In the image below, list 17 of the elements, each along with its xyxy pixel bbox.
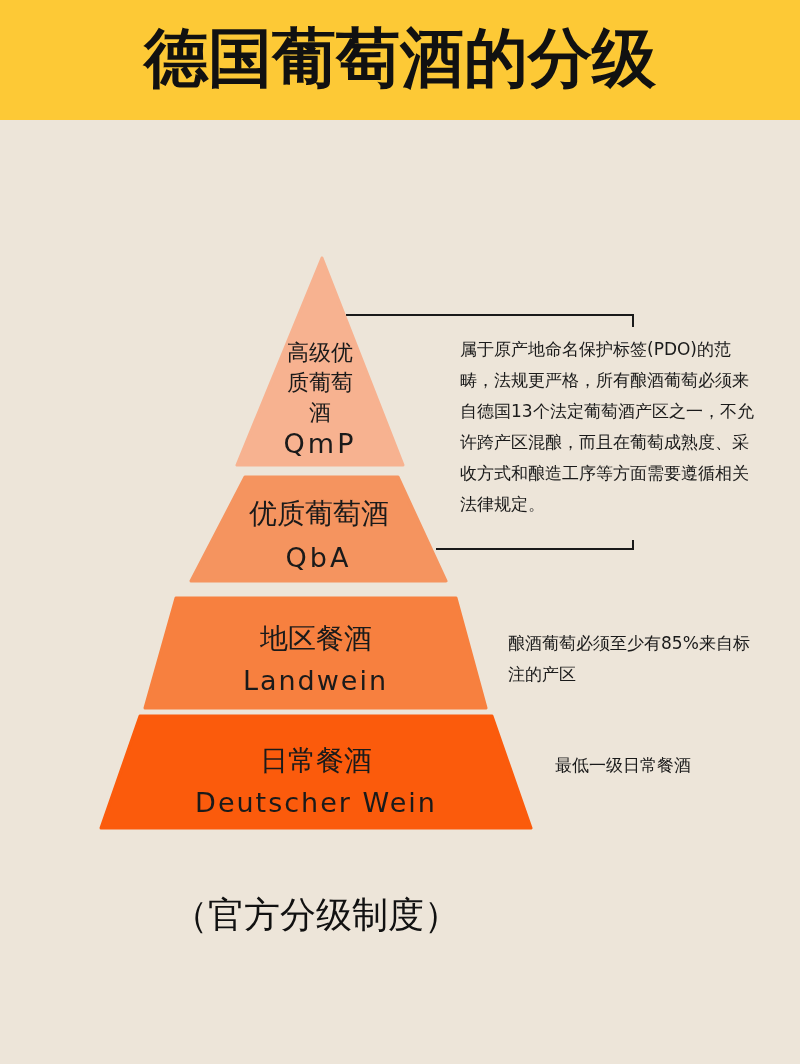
tier-note: 最低一级日常餐酒 <box>555 754 692 777</box>
tier-label: QmP <box>282 427 358 461</box>
tier-note: 酿酒葡萄必须至少有85%来自标注的产区 <box>508 632 751 686</box>
pyramid-tier <box>100 715 532 829</box>
tier-label: 日常餐酒 <box>259 743 373 779</box>
tier-label: QbA <box>284 541 353 575</box>
tier-label: 高级优质葡萄酒 <box>287 339 353 427</box>
pyramid-tier <box>144 597 487 709</box>
tier-label: Landwein <box>241 664 390 698</box>
title: 德国葡萄酒的分级 <box>144 20 656 97</box>
tier-label: 地区餐酒 <box>258 621 373 657</box>
tier-label: 优质葡萄酒 <box>247 496 390 532</box>
description-text: 属于原产地命名保护标签(PDO)的范畴，法规更严格，所有酿酒葡萄必须来自德国13个法定葡萄酒产区之一，不允许跨产区混酿，而且在葡萄成熟度、采收方式和酿造工序等方面需要遵循相关法律规定。 <box>460 338 755 516</box>
pyramid-tier <box>234 256 406 468</box>
caption: （官方分级制度） <box>172 893 460 937</box>
tier-label: Deutscher Wein <box>194 786 438 820</box>
pyramid-tier <box>190 476 447 582</box>
